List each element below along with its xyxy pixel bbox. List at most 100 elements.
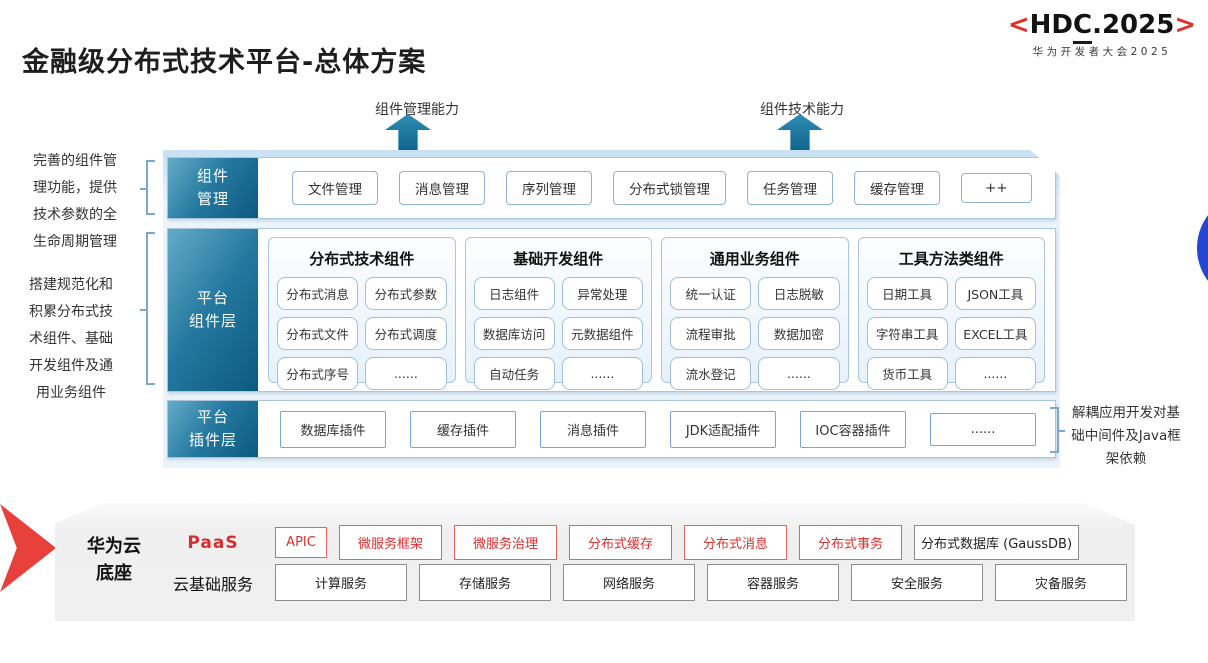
cloud-base-service: 存储服务 — [419, 564, 551, 601]
management-item: 序列管理 — [506, 171, 592, 205]
up-arrow-icon — [385, 114, 431, 152]
label-line: 平台 — [196, 408, 229, 426]
component-item: 字符串工具 — [866, 317, 948, 350]
management-item: 缓存管理 — [854, 171, 940, 205]
paas-service-gaussdb: 分布式数据库 (GaussDB) — [914, 525, 1080, 560]
left-note-components: 搭建规范化和积累分布式技术组件、基础开发组件及通用业务组件 — [29, 277, 113, 401]
logo-left-bracket-icon: < — [1007, 10, 1030, 40]
component-item: 数据库访问 — [473, 317, 555, 350]
up-arrow-icon — [777, 114, 823, 152]
paas-service: 分布式缓存 — [569, 525, 672, 560]
left-bracket-row1 — [140, 160, 155, 215]
management-item: 消息管理 — [399, 171, 485, 205]
hdc-2025-logo: <HDC.2025> 华为开发者大会2025 — [1002, 10, 1202, 59]
column-grid: 日期工具 JSON工具 字符串工具 EXCEL工具 货币工具 ...... — [866, 277, 1036, 390]
component-item: 分布式文件 — [277, 317, 359, 350]
paas-label: PaaS — [187, 532, 239, 553]
cloud-base-service: 灾备服务 — [995, 564, 1127, 601]
component-item: 日志脱敏 — [758, 277, 840, 310]
management-items: 文件管理 消息管理 序列管理 分布式锁管理 任务管理 缓存管理 ++ — [258, 158, 1055, 218]
label-line: 华为云 — [87, 536, 141, 557]
paas-service: APIC — [275, 527, 327, 558]
component-item: EXCEL工具 — [954, 317, 1036, 350]
logo-text-c: C — [1073, 10, 1093, 44]
cloud-base-service: 计算服务 — [275, 564, 407, 601]
label-line: 组件 — [196, 167, 229, 185]
huawei-cloud-foundation-panel: 华为云 底座 PaaS APIC 微服务框架 微服务治理 分布式缓存 分布式消息… — [55, 503, 1135, 621]
platform-plugin-layer-row: 平台 插件层 数据库插件 缓存插件 消息插件 JDK适配插件 IOC容器插件 .… — [167, 400, 1056, 458]
paas-service: 分布式消息 — [684, 525, 787, 560]
component-item: ...... — [365, 357, 447, 390]
column-header: 分布式技术组件 — [309, 250, 415, 268]
component-item: ...... — [561, 357, 643, 390]
paas-service: 分布式事务 — [799, 525, 902, 560]
logo-right-bracket-icon: > — [1174, 10, 1197, 40]
blue-circle-decoration — [1197, 193, 1208, 303]
label-line: 平台 — [196, 289, 229, 307]
right-note-decoupling: 解耦应用开发对基础中间件及Java框架依赖 — [1071, 405, 1181, 467]
label-line: 底座 — [96, 563, 132, 584]
component-item: 分布式消息 — [277, 277, 359, 310]
component-item: JSON工具 — [954, 277, 1036, 310]
component-item: 异常处理 — [561, 277, 643, 310]
label-line: 插件层 — [188, 431, 237, 449]
left-bracket-row2 — [140, 232, 155, 385]
cloud-base-row: 云基础服务 计算服务 存储服务 网络服务 容器服务 安全服务 灾备服务 — [163, 564, 1127, 601]
plugin-item: ...... — [930, 412, 1036, 446]
component-item: 自动任务 — [473, 357, 555, 390]
component-management-row: 组件 管理 文件管理 消息管理 序列管理 分布式锁管理 任务管理 缓存管理 ++ — [167, 157, 1056, 219]
column-utility-tools: 工具方法类组件 日期工具 JSON工具 字符串工具 EXCEL工具 货币工具 .… — [857, 237, 1045, 390]
management-item: 任务管理 — [747, 171, 833, 205]
right-bracket-plugins — [1050, 407, 1065, 453]
logo-subtitle: 华为开发者大会2025 — [1032, 46, 1172, 58]
paas-row: PaaS APIC 微服务框架 微服务治理 分布式缓存 分布式消息 分布式事务 … — [163, 525, 1080, 560]
cloud-base-service: 网络服务 — [563, 564, 695, 601]
platform-diagram: 组件 管理 文件管理 消息管理 序列管理 分布式锁管理 任务管理 缓存管理 ++… — [163, 150, 1060, 468]
cloud-base-label: 云基础服务 — [172, 574, 253, 594]
component-item: 流程审批 — [670, 317, 752, 350]
column-grid: 分布式消息 分布式参数 分布式文件 分布式调度 分布式序号 ...... — [277, 277, 447, 390]
logo-text-post: .2025 — [1092, 10, 1175, 40]
component-item: 元数据组件 — [561, 317, 643, 350]
component-item: 流水登记 — [670, 357, 752, 390]
column-grid: 日志组件 异常处理 数据库访问 元数据组件 自动任务 ...... — [473, 277, 643, 390]
component-item: 分布式调度 — [365, 317, 447, 350]
paas-service: 微服务框架 — [339, 525, 442, 560]
platform-plugin-layer-label: 平台 插件层 — [168, 401, 258, 457]
column-header: 基础开发组件 — [513, 250, 604, 268]
column-grid: 统一认证 日志脱敏 流程审批 数据加密 流水登记 ...... — [670, 277, 840, 390]
component-item: 分布式参数 — [365, 277, 447, 310]
component-item: 货币工具 — [866, 357, 948, 390]
component-item: 日期工具 — [866, 277, 948, 310]
column-general-business: 通用业务组件 统一认证 日志脱敏 流程审批 数据加密 流水登记 ...... — [661, 237, 849, 390]
component-item: ...... — [954, 357, 1036, 390]
platform-component-layer-row: 平台 组件层 分布式技术组件 分布式消息 分布式参数 分布式文件 分布式调度 分… — [167, 228, 1056, 392]
label-line: 管理 — [196, 190, 229, 208]
management-item: 文件管理 — [292, 171, 378, 205]
plugin-item: IOC容器插件 — [800, 410, 906, 448]
hdc-logo-text: <HDC.2025> — [1002, 10, 1202, 44]
component-columns: 分布式技术组件 分布式消息 分布式参数 分布式文件 分布式调度 分布式序号 ..… — [258, 229, 1055, 391]
column-distributed-tech: 分布式技术组件 分布式消息 分布式参数 分布式文件 分布式调度 分布式序号 ..… — [268, 237, 456, 390]
platform-component-layer-label: 平台 组件层 — [168, 229, 258, 391]
component-item: 数据加密 — [758, 317, 840, 350]
plugin-item: JDK适配插件 — [670, 410, 776, 448]
plugin-item: 数据库插件 — [280, 410, 386, 448]
cloud-base-service: 安全服务 — [851, 564, 983, 601]
management-item: 分布式锁管理 — [613, 171, 726, 205]
component-item: 分布式序号 — [277, 357, 359, 390]
plugin-item: 消息插件 — [540, 410, 646, 448]
paas-service: 微服务治理 — [454, 525, 557, 560]
column-basic-dev: 基础开发组件 日志组件 异常处理 数据库访问 元数据组件 自动任务 ...... — [464, 237, 652, 390]
left-note-management: 完善的组件管理功能，提供技术参数的全生命周期管理 — [33, 153, 117, 250]
component-item: 统一认证 — [670, 277, 752, 310]
column-header: 通用业务组件 — [709, 250, 800, 268]
component-item: 日志组件 — [473, 277, 555, 310]
red-arrow-icon — [0, 504, 56, 592]
management-item-plus: ++ — [961, 173, 1032, 203]
plugin-item: 缓存插件 — [410, 410, 516, 448]
logo-text-pre: HD — [1029, 10, 1073, 40]
column-header: 工具方法类组件 — [898, 250, 1004, 268]
component-management-label: 组件 管理 — [168, 158, 258, 218]
huawei-cloud-foundation-label: 华为云 底座 — [73, 533, 155, 587]
